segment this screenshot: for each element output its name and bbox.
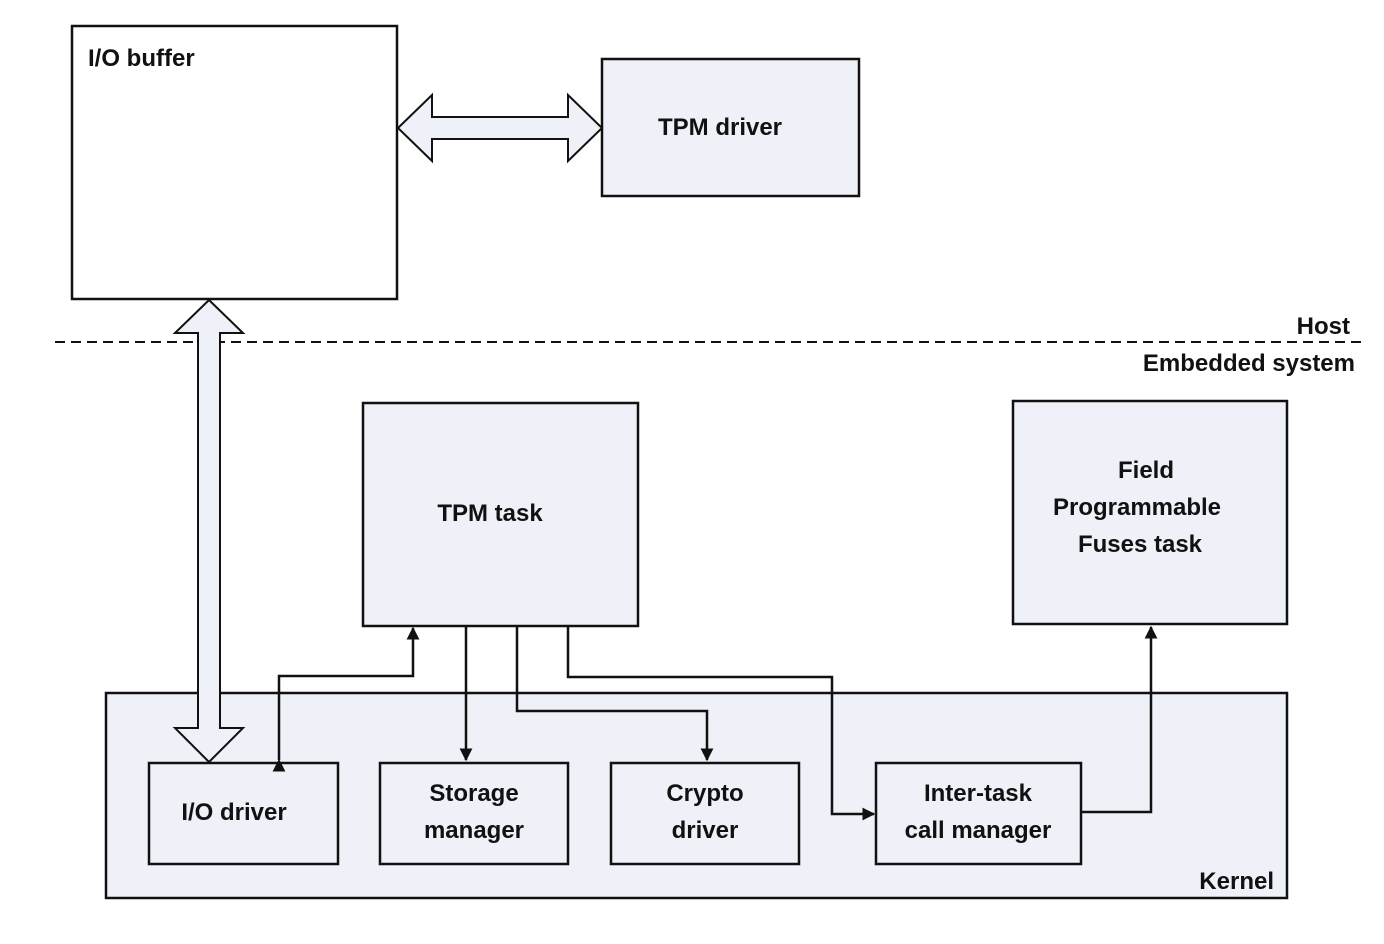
kernel-label: Kernel xyxy=(1199,868,1274,895)
storage-manager-label-line2: manager xyxy=(424,817,524,844)
fpf-task-box xyxy=(1011,399,1289,626)
inter-task-call-manager-label-line2: call manager xyxy=(905,817,1052,844)
tpm-task-label: TPM task xyxy=(437,500,543,527)
host-label: Host xyxy=(1297,313,1350,340)
io-buffer-tpm-driver-double-arrow xyxy=(396,92,604,164)
tpm-task-box xyxy=(361,401,640,628)
io-driver-box xyxy=(147,761,340,866)
storage-manager-label-line1: Storage xyxy=(429,780,518,807)
tpm-driver-box xyxy=(600,57,861,198)
io-driver-tpm-task-connector xyxy=(272,626,420,772)
io-buffer-box xyxy=(70,24,399,301)
crypto-driver-box xyxy=(609,761,801,866)
io-driver-label: I/O driver xyxy=(181,799,286,826)
tpm-task-inter-task-connector xyxy=(566,627,876,821)
tpm-task-crypto-driver-connector xyxy=(515,627,714,762)
inter-task-fpf-task-connector xyxy=(1082,625,1158,814)
fpf-task-label-line1: Field xyxy=(1118,457,1174,484)
storage-manager-box xyxy=(378,761,570,866)
inter-task-call-manager-label-line1: Inter-task xyxy=(924,780,1033,807)
embedded-system-label: Embedded system xyxy=(1143,350,1355,377)
crypto-driver-label-line2: driver xyxy=(672,817,739,844)
fpf-task-label-line2: Programmable xyxy=(1053,494,1221,521)
io-buffer-label: I/O buffer xyxy=(88,45,195,72)
tpm-driver-label: TPM driver xyxy=(658,114,782,141)
fpf-task-label-line3: Fuses task xyxy=(1078,531,1203,558)
inter-task-call-manager-box xyxy=(874,761,1083,866)
crypto-driver-label-line1: Crypto xyxy=(666,780,743,807)
io-buffer-io-driver-double-arrow xyxy=(172,298,246,764)
